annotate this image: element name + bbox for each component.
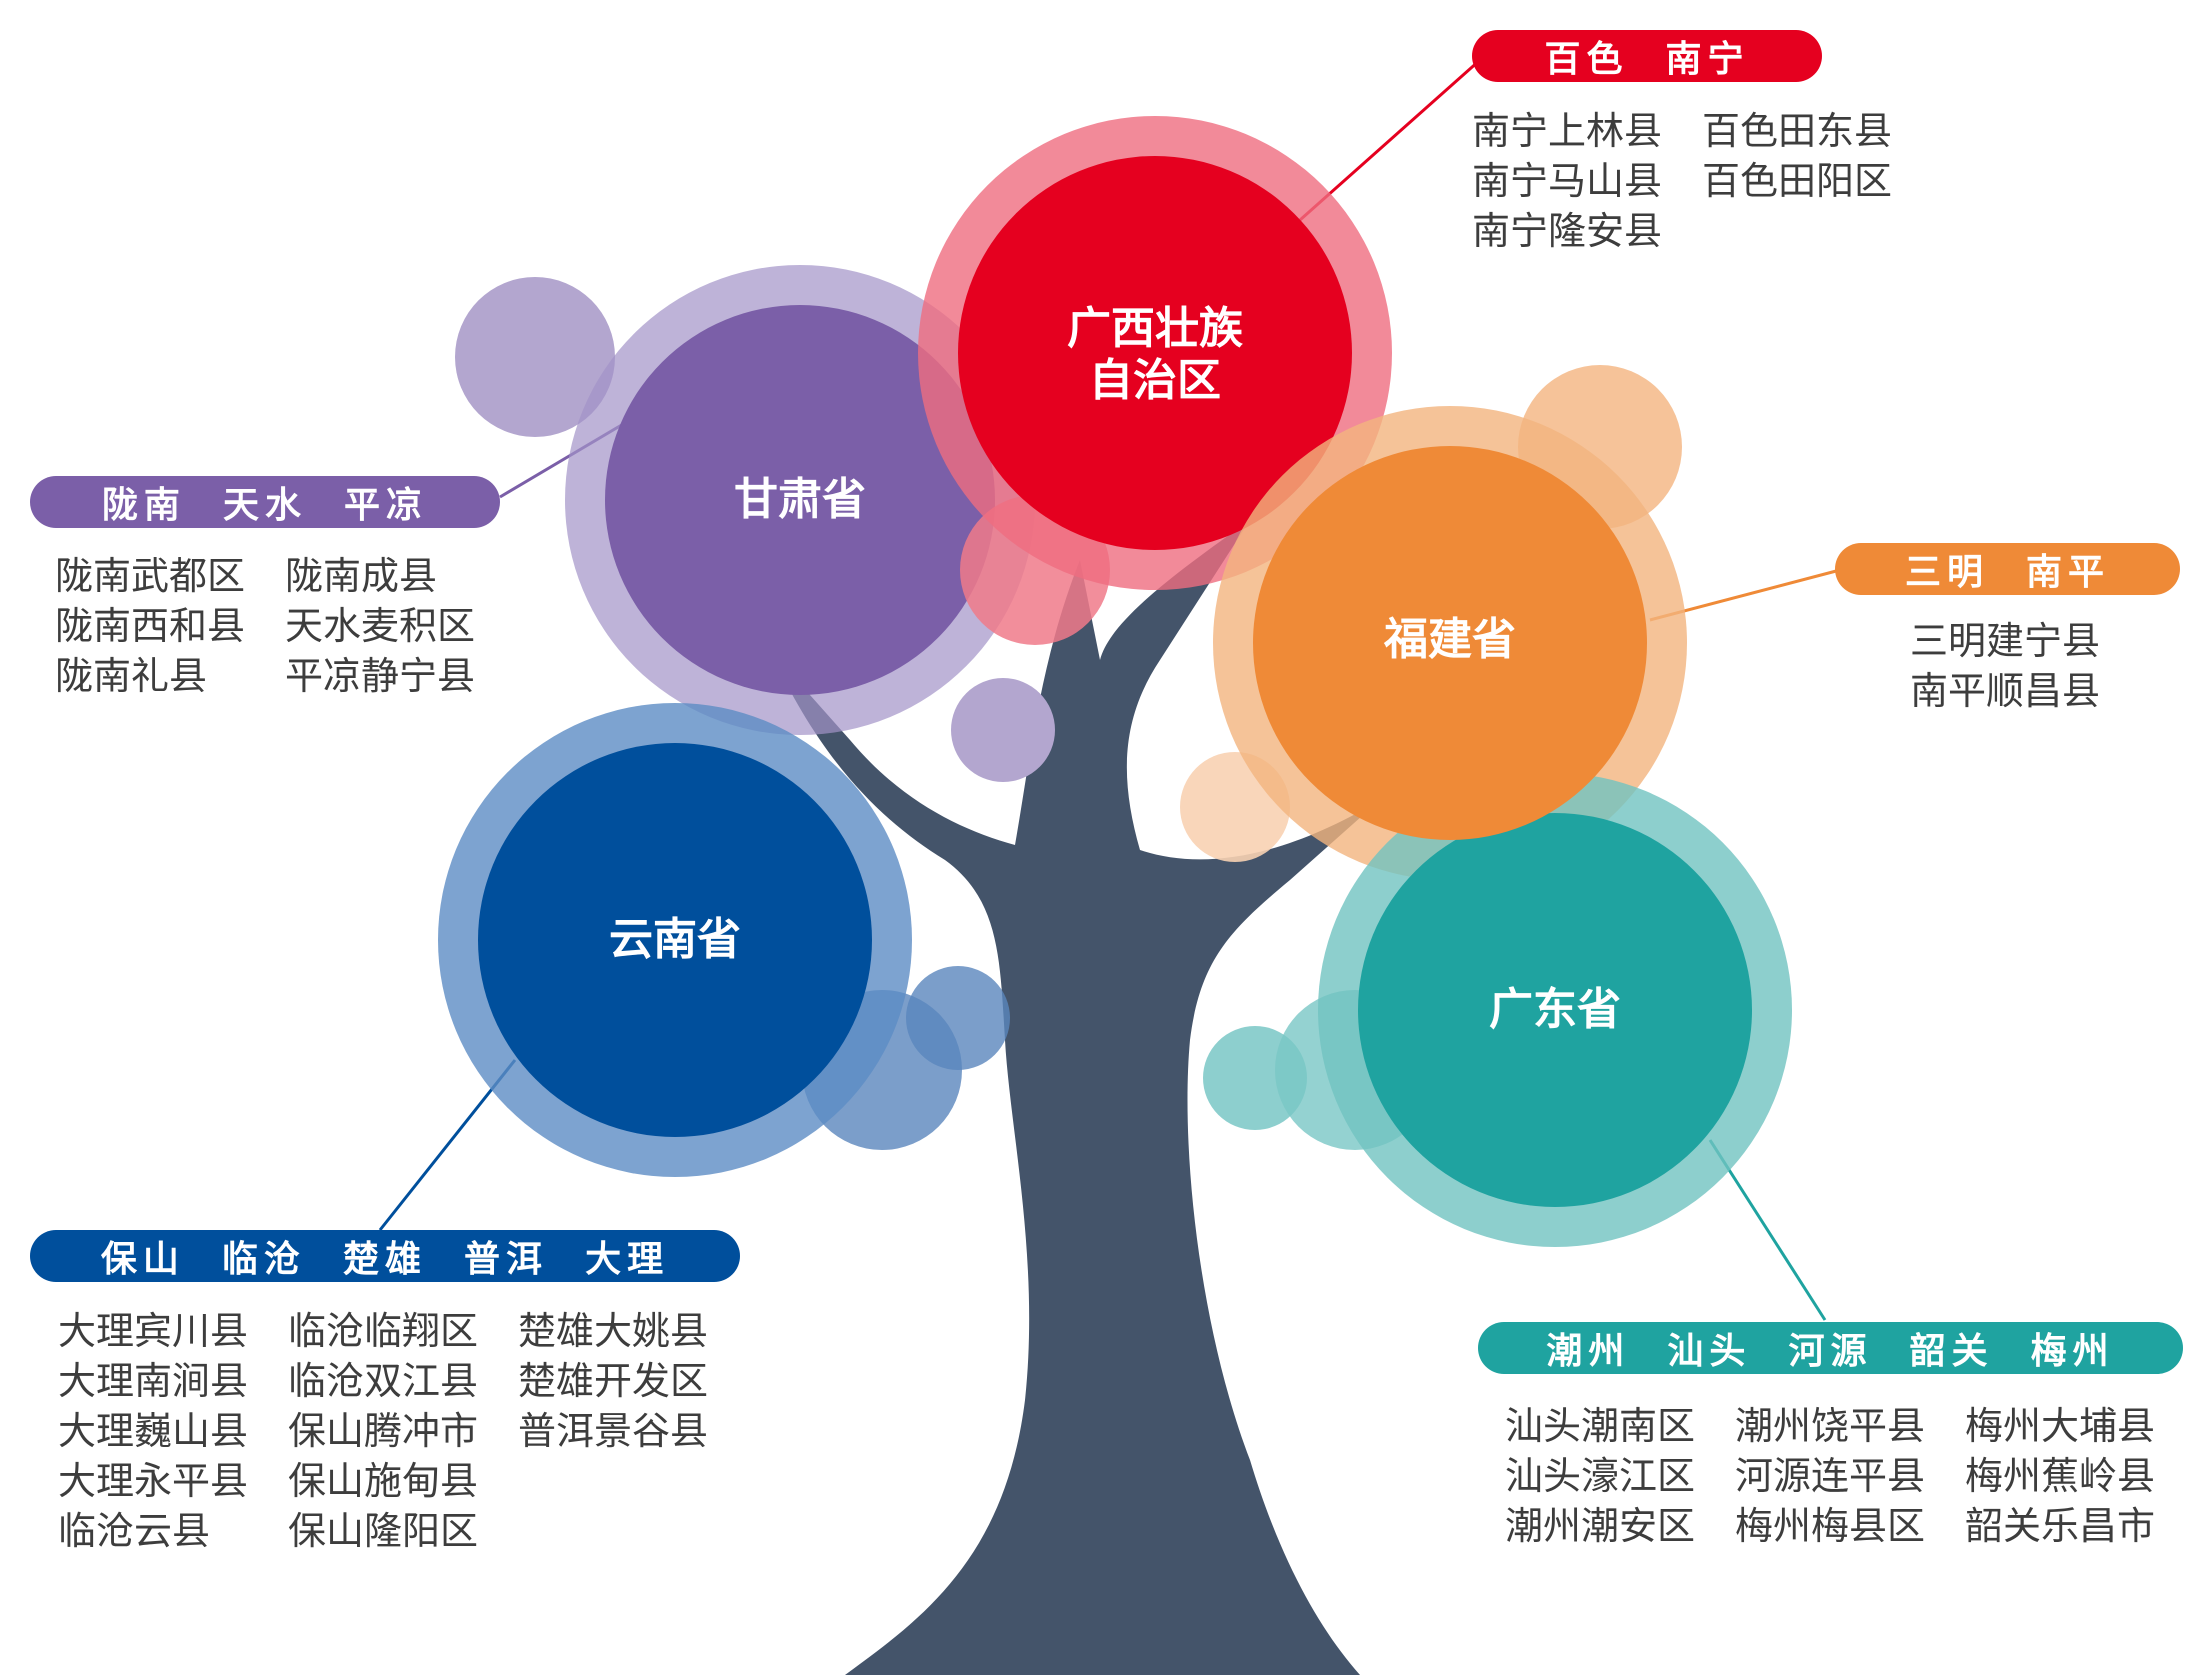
gansu-county-list: 陇南武都区 陇南成县 陇南西和县 天水麦积区 陇南礼县 平凉静宁县 (55, 555, 475, 697)
county-item: 陇南西和县 (55, 604, 246, 648)
county-item: 普洱景谷县 (518, 1409, 709, 1453)
guangxi-circle (958, 156, 1352, 550)
county-item: 楚雄开发区 (518, 1359, 709, 1403)
county-item: 陇南礼县 (55, 654, 208, 698)
province-name-gansu: 甘肃省 (734, 474, 866, 525)
county-item: 汕头濠江区 (1505, 1454, 1696, 1498)
guangdong-cities-pill: 潮州 汕头 河源 韶关 梅州 (1478, 1322, 2183, 1374)
county-item: 楚雄大姚县 (518, 1309, 709, 1353)
county-item: 陇南武都区 (55, 554, 246, 598)
county-item: 南宁上林县 (1472, 109, 1663, 153)
fujian-cities-pill: 三明 南平 (1835, 543, 2180, 595)
county-item: 陇南成县 (285, 554, 438, 598)
yunnan-cities-pill: 保山 临沧 楚雄 普洱 大理 (30, 1230, 740, 1282)
county-item: 百色田东县 (1702, 109, 1893, 153)
guangxi-cities-pill: 百色 南宁 (1472, 30, 1822, 82)
yunnan-circle (478, 743, 872, 1137)
county-item: 大理巍山县 (58, 1409, 249, 1453)
province-name-guangdong: 广东省 (1489, 984, 1621, 1035)
county-item: 河源连平县 (1735, 1454, 1926, 1498)
county-item: 大理永平县 (58, 1459, 249, 1503)
county-item: 三明建宁县 (1910, 619, 2101, 663)
county-item: 汕头潮南区 (1505, 1404, 1696, 1448)
county-item: 南平顺昌县 (1910, 669, 2101, 713)
county-item: 平凉静宁县 (285, 654, 476, 698)
county-item (518, 1510, 708, 1552)
guangdong-county-list: 汕头潮南区 潮州饶平县 梅州大埔县 汕头濠江区 河源连平县 梅州蕉岭县 潮州潮安… (1505, 1405, 2155, 1547)
county-item: 梅州大埔县 (1965, 1404, 2156, 1448)
county-item: 天水麦积区 (285, 604, 476, 648)
county-item: 潮州潮安区 (1505, 1504, 1696, 1548)
province-name-guangxi: 广西壮族 自治区 (1067, 303, 1243, 406)
yunnan-county-list: 大理宾川县 临沧临翔区 楚雄大姚县 大理南涧县 临沧双江县 楚雄开发区 大理巍山… (58, 1310, 708, 1552)
county-item: 百色田阳区 (1702, 159, 1893, 203)
gansu-bubble-small (455, 277, 615, 437)
gansu-cities-pill: 陇南 天水 平凉 (30, 476, 500, 528)
guangdong-circle (1358, 813, 1752, 1207)
county-item (518, 1460, 708, 1502)
fujian-circle (1253, 446, 1647, 840)
county-item: 临沧云县 (58, 1509, 211, 1553)
county-item: 保山施甸县 (288, 1459, 479, 1503)
gansu-bubble-tiny (951, 678, 1055, 782)
guangxi-county-list: 南宁上林县 百色田东县 南宁马山县 百色田阳区 南宁隆安县 (1472, 110, 1892, 252)
province-name-fujian: 福建省 (1384, 614, 1516, 665)
gansu-circle (605, 305, 995, 695)
county-item: 梅州梅县区 (1735, 1504, 1926, 1548)
yunnan-bubble-small (906, 966, 1010, 1070)
county-item: 韶关乐昌市 (1965, 1504, 2156, 1548)
province-name-yunnan: 云南省 (609, 914, 741, 965)
county-item: 保山隆阳区 (288, 1509, 479, 1553)
county-item: 潮州饶平县 (1735, 1404, 1926, 1448)
county-item: 南宁马山县 (1472, 159, 1663, 203)
tree-trunk (770, 520, 1380, 1675)
county-item: 大理宾川县 (58, 1309, 249, 1353)
county-item: 临沧临翔区 (288, 1309, 479, 1353)
county-item: 保山腾冲市 (288, 1409, 479, 1453)
county-item: 梅州蕉岭县 (1965, 1454, 2156, 1498)
fujian-county-list: 三明建宁县 南平顺昌县 (1910, 620, 2100, 712)
county-item: 南宁隆安县 (1472, 209, 1663, 253)
county-item: 临沧双江县 (288, 1359, 479, 1403)
county-item: 大理南涧县 (58, 1359, 249, 1403)
